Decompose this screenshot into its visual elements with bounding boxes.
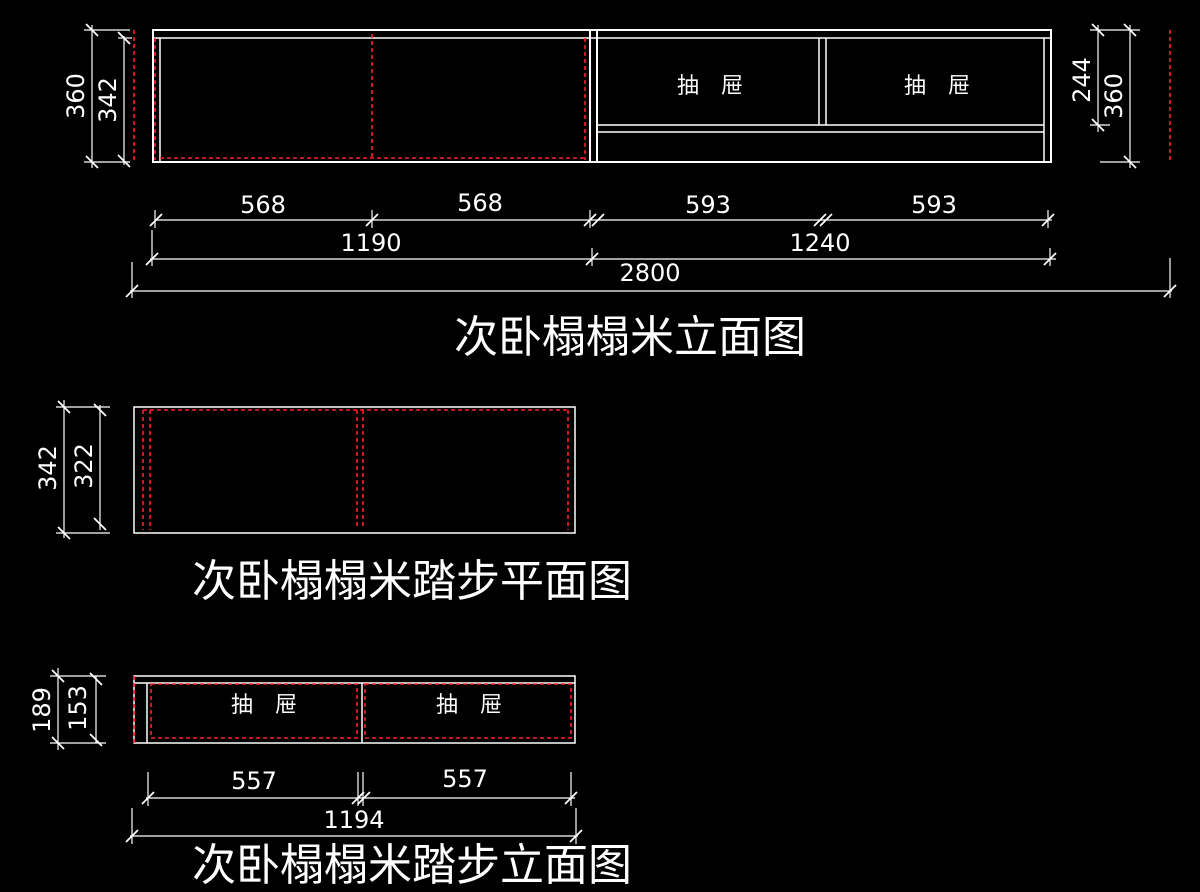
dim-step-total: 1194 <box>323 806 384 834</box>
dim-left-total: 1190 <box>340 229 401 257</box>
left-height-dims: 360 342 <box>62 23 132 169</box>
right-height-dims: 244 360 <box>1068 23 1140 169</box>
dim-right-outer-height: 360 <box>1100 73 1128 119</box>
dim-left-outer-height: 360 <box>62 73 90 119</box>
dim-step-plan-outer: 342 <box>34 445 62 491</box>
dim-seg-a: 568 <box>240 191 286 219</box>
dim-right-total: 1240 <box>789 229 850 257</box>
elevation-title: 次卧榻榻米立面图 <box>454 312 806 363</box>
cabinet-outline <box>152 29 1052 163</box>
dim-seg-d: 593 <box>911 191 957 219</box>
step-elevation-title: 次卧榻榻米踏步立面图 <box>192 840 632 891</box>
elevation-view: 抽 屉 抽 屉 360 342 <box>62 23 1177 363</box>
dim-overall-width: 2800 <box>619 259 680 287</box>
step-elev-drawer-2 <box>364 683 572 739</box>
step-elevation-view: 抽 屉 抽 屉 189 153 557 557 <box>28 668 632 891</box>
step-elev-width-dims: 557 557 1194 <box>125 765 583 844</box>
drawer-label-2: 抽 屉 <box>904 74 970 99</box>
dim-seg-b: 568 <box>457 189 503 217</box>
dim-step-seg-b: 557 <box>442 765 488 793</box>
step-drawer-label-1: 抽 屉 <box>231 693 297 718</box>
dim-left-inner-height: 342 <box>94 77 122 123</box>
dim-step-seg-a: 557 <box>231 767 277 795</box>
step-elev-drawer-1 <box>150 683 358 739</box>
step-plan-outline <box>133 406 576 534</box>
step-drawer-label-2: 抽 屉 <box>436 693 502 718</box>
elevation-width-dims: 568 568 593 593 1190 1240 2800 <box>125 189 1177 298</box>
dim-step-elev-outer: 189 <box>28 687 56 733</box>
dim-seg-c: 593 <box>685 191 731 219</box>
dim-step-plan-inner: 322 <box>70 443 98 489</box>
drawer-label-1: 抽 屉 <box>677 74 743 99</box>
step-plan-view: 342 322 次卧榻榻米踏步平面图 <box>34 400 632 607</box>
step-elev-height-dims: 189 153 <box>28 668 106 750</box>
dim-right-drawer-height: 244 <box>1068 57 1096 103</box>
step-plan-height-dims: 342 322 <box>34 400 110 540</box>
dim-step-elev-inner: 153 <box>64 685 92 731</box>
step-plan-title: 次卧榻榻米踏步平面图 <box>192 556 632 607</box>
step-elev-outline <box>133 675 576 744</box>
